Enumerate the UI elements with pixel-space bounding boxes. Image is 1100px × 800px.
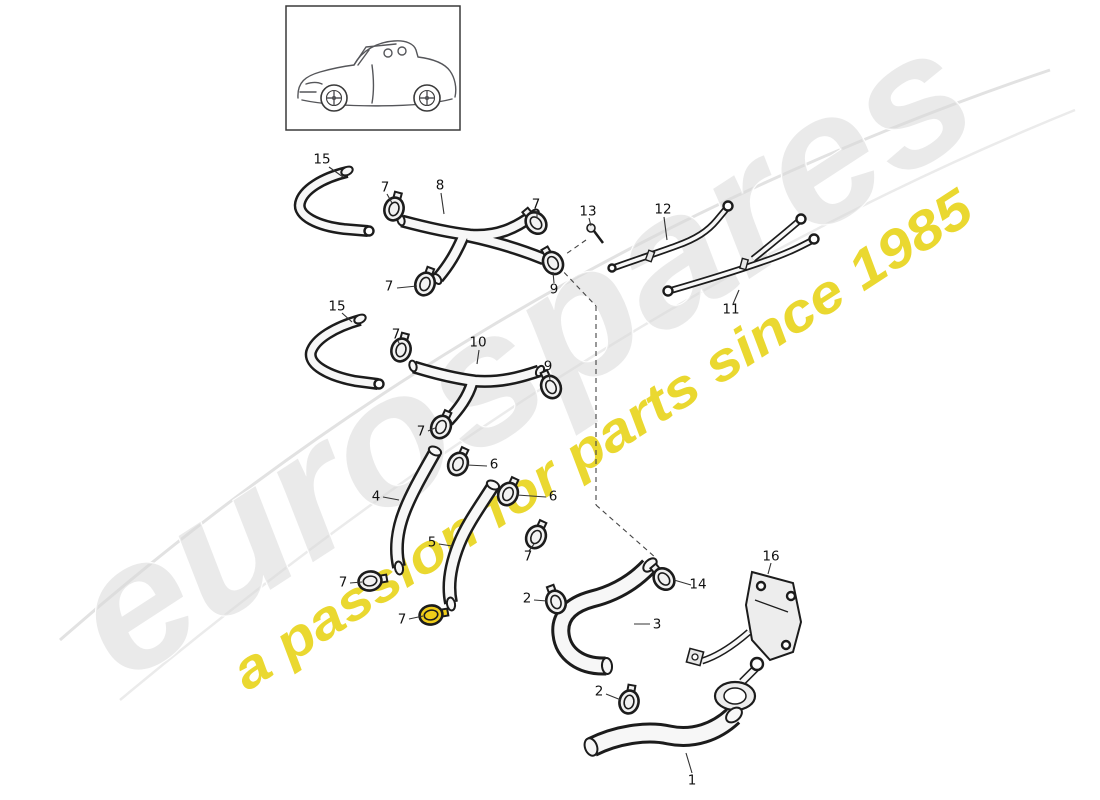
hose-8 [396,208,547,285]
part-callout-6[interactable]: 6 [548,488,558,505]
hose-1 [583,706,743,757]
part-callout-9[interactable]: 9 [549,281,559,298]
construction-dashed-lines [557,239,657,559]
part-callout-2[interactable]: 2 [594,683,604,700]
hose-5 [442,479,501,612]
clamp-2 [616,682,643,717]
bracket-16 [685,570,803,712]
part-callout-7[interactable]: 7 [531,196,541,213]
part-callout-16[interactable]: 16 [762,548,780,565]
hose-15-lower [304,313,385,390]
part-callout-2[interactable]: 2 [522,590,532,607]
clamp-7-highlighted [416,601,451,628]
part-callout-7[interactable]: 7 [416,423,426,440]
part-callout-7[interactable]: 7 [384,278,394,295]
part-callout-7[interactable]: 7 [397,611,407,628]
part-callout-9[interactable]: 9 [543,358,553,375]
part-callout-5[interactable]: 5 [427,534,437,551]
part-callout-6[interactable]: 6 [489,456,499,473]
part-callout-14[interactable]: 14 [689,576,707,593]
watermark-swoosh [59,68,1076,701]
pipe-11 [662,213,820,297]
hose-4 [390,445,443,576]
part-callout-3[interactable]: 3 [652,616,662,633]
part-callout-7[interactable]: 7 [391,326,401,343]
part-callout-15[interactable]: 15 [328,298,346,315]
leader-lines [328,166,772,774]
part-callout-13[interactable]: 13 [579,203,597,220]
part-callout-4[interactable]: 4 [371,488,381,505]
watermark-brand-text: eurospares [35,0,1008,718]
part-callout-8[interactable]: 8 [435,177,445,194]
part-callout-7[interactable]: 7 [380,179,390,196]
part-callout-11[interactable]: 11 [722,301,740,318]
part-callout-1[interactable]: 1 [687,772,697,789]
part-callout-7[interactable]: 7 [523,548,533,565]
hose-15-upper [293,165,375,237]
part-callout-7[interactable]: 7 [338,574,348,591]
hose-3 [551,557,658,676]
watermark: eurospares a passion for parts since 198… [34,0,1009,719]
part-callout-10[interactable]: 10 [469,334,487,351]
vehicle-thumbnail [285,5,461,131]
part-callout-15[interactable]: 15 [313,151,331,168]
pipe-12 [607,200,734,273]
car-illustration [297,40,457,112]
part-callout-12[interactable]: 12 [654,201,672,218]
